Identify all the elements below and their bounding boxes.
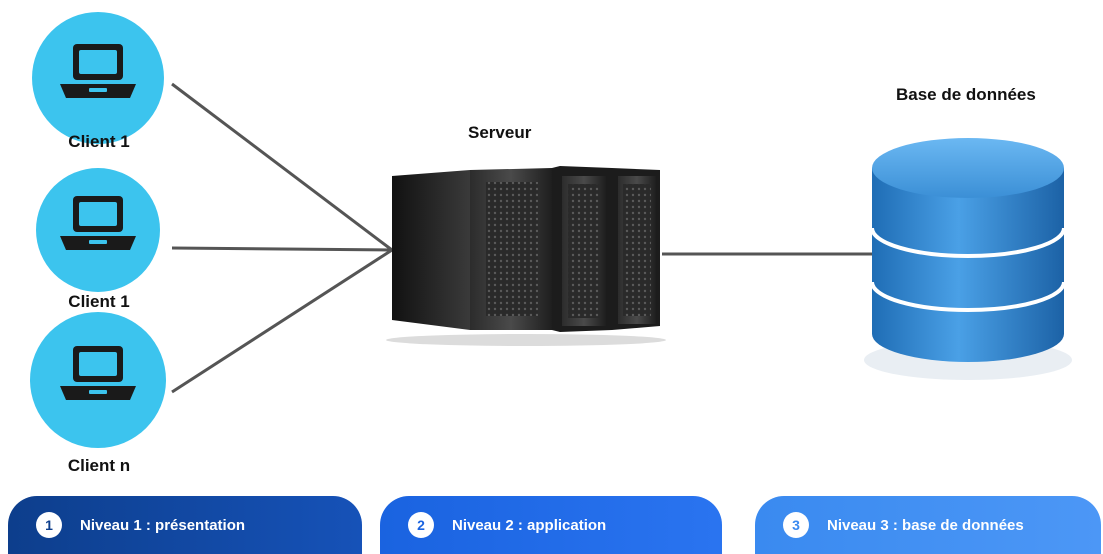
connector-client-2 (171, 246, 393, 252)
connector-client-1 (171, 82, 393, 252)
client-label: Client 1 (68, 132, 130, 151)
laptop-icon (30, 312, 166, 448)
server-label: Serveur (468, 123, 532, 142)
client-label: Client 1 (68, 292, 130, 311)
tier-number-badge: 1 (36, 512, 62, 538)
connector-lines (171, 82, 876, 394)
server-icon (386, 166, 666, 346)
client-label: Client n (67, 456, 131, 475)
tier-number-badge: 2 (408, 512, 434, 538)
tier-label: Niveau 3 : base de données (827, 516, 1024, 534)
laptop-icon (36, 168, 160, 292)
tier-label: Niveau 1 : présentation (80, 516, 246, 534)
laptop-icon (32, 12, 164, 144)
connector-client-n (171, 248, 393, 394)
tier-database-pill: 3 Niveau 3 : base de données (755, 496, 1101, 554)
tier-number-badge: 3 (783, 512, 809, 538)
tier-label: Niveau 2 : application (452, 516, 607, 534)
tier-presentation-pill: 1 Niveau 1 : présentation (8, 496, 362, 554)
database-icon (864, 138, 1072, 380)
tier-application-pill: 2 Niveau 2 : application (380, 496, 722, 554)
database-label: Base de données (896, 85, 1036, 104)
